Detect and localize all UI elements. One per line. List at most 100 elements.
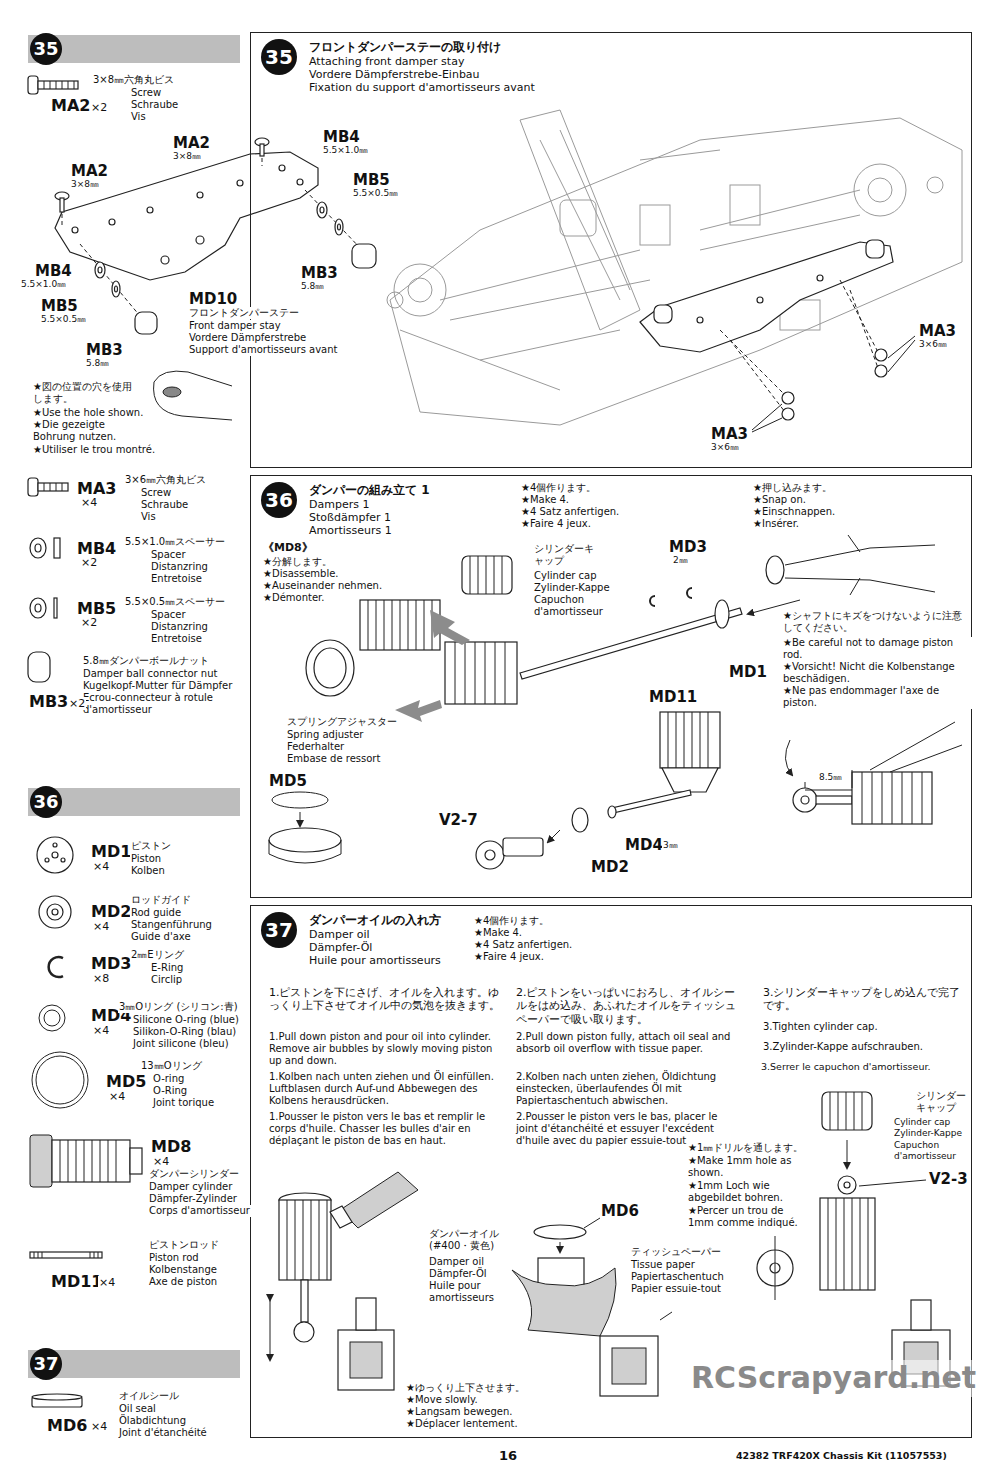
note-text: ★分解します。: [262, 556, 333, 568]
step-title-translation: Dämpfer-Öl: [309, 942, 372, 955]
note-text: Zylinder-Kappe: [893, 1128, 963, 1139]
oil-fill-step2: [600, 1336, 658, 1396]
part-icons: [28, 478, 142, 1407]
spacer-part: [112, 281, 120, 297]
note-text: Corps d'amortisseur: [148, 1205, 251, 1217]
note-text: 5.8㎜: [300, 281, 325, 292]
damper-stay-mounted: [640, 240, 915, 432]
damper-stay: [147, 207, 153, 213]
note-text: Silicone O-ring (blue): [132, 1014, 240, 1026]
step-title: フロントダンパーステーの取り付け: [309, 41, 501, 55]
note-text: 1.ピストンを下にさげ、オイルを入れます。ゆっくり上下させてオイル中の気泡を抜き…: [268, 986, 502, 1013]
oil-fill-step2: [560, 1242, 561, 1252]
damper-exploded: [395, 700, 442, 722]
part-code: MD8: [150, 1137, 192, 1157]
damper-rod-end-check: [805, 770, 852, 790]
step-number: 36: [261, 482, 297, 518]
part-icons: [32, 1052, 88, 1108]
note-text: 5.5×1.0㎜: [20, 279, 67, 290]
spacer-part: [338, 224, 341, 230]
note-text: Vis: [140, 511, 157, 523]
part-icons: [52, 909, 58, 915]
part-icons: [49, 957, 63, 977]
note-text: Tissue paper: [630, 1259, 696, 1271]
damper-subassembly: [662, 768, 718, 792]
oil-fill-step3: [911, 1300, 931, 1330]
oil-fill-step3: [822, 1092, 872, 1130]
part-icons: [52, 852, 58, 858]
screw-part: [260, 144, 264, 156]
note-text: ★Be careful not to damage piston rod.: [782, 637, 972, 661]
step-title-translation: Huile pour amortisseurs: [309, 955, 441, 968]
damper-exploded: [650, 588, 692, 606]
damper-rod-end-check: [852, 772, 932, 824]
step-title-translation: Fixation du support d'amortisseurs avant: [309, 82, 535, 95]
note-text: シリンダーキャップ: [915, 1090, 969, 1114]
note-text: 3.Serrer le capuchon d'amortisseur.: [760, 1061, 931, 1073]
step-header-bar: 35: [28, 35, 240, 63]
note-text: ★Langsam bewegen.: [405, 1406, 513, 1418]
part-code: MB4: [322, 128, 361, 146]
step-panel: 37ダンパーオイルの入れ方Damper oilDämpfer-ÖlHuile p…: [250, 905, 972, 1438]
damper-exploded: [766, 556, 784, 584]
part-code: MA2: [172, 134, 211, 152]
note-text: ★図の位置の穴を使用します。: [32, 381, 139, 405]
damper-rod-end-check: [785, 740, 792, 775]
step-header-bar: 36: [28, 788, 240, 816]
part-icons: [30, 538, 46, 558]
note-text: 3×6㎜: [710, 442, 740, 453]
note-text: Schraube: [140, 499, 189, 511]
note-text: Screw: [130, 87, 162, 99]
oil-fill-step2: [512, 1268, 616, 1336]
damper-stay-mounted: [817, 275, 823, 281]
note-text: Piston: [130, 853, 162, 865]
hole-detail: [163, 387, 181, 397]
oil-fill-step1: [301, 1280, 308, 1322]
watermark: RCScrapyard.net: [690, 1360, 977, 1397]
note-text: 3×6㎜: [918, 339, 948, 350]
step-panel: 35フロントダンパーステーの取り付けAttaching front damper…: [250, 32, 972, 468]
oil-fill-step1: [350, 1342, 382, 1378]
note-text: Huile pour amortisseurs: [428, 1280, 510, 1304]
screw-part: [60, 198, 64, 212]
note-text: Piston rod: [148, 1252, 200, 1264]
note-text: Ecrou-connecteur à rotule d'amortisseur: [82, 692, 224, 716]
note-text: Capuchon d'amortisseur: [533, 594, 615, 618]
step-number: 35: [261, 39, 297, 75]
part-code: MD5: [268, 772, 308, 790]
note-text: Kolben: [130, 865, 166, 877]
note-text: Joint d'étanchéité: [118, 1427, 208, 1439]
damper-exploded: [314, 648, 346, 688]
note-text: Papier essuie-tout: [630, 1283, 722, 1295]
note-text: Kugelkopf-Mutter für Dämpfer: [82, 680, 233, 692]
oil-fill-step1: [356, 1298, 376, 1330]
note-text: ティッシュペーパー: [630, 1246, 722, 1258]
note-text: Spacer: [150, 549, 187, 561]
note-text: 5.5×1.0㎜スペーサー: [124, 536, 226, 548]
chassis-drawing: [394, 264, 446, 316]
damper-subassembly: [300, 812, 301, 826]
note-text: Screw: [140, 487, 172, 499]
damper-exploded: [360, 600, 440, 650]
note-text: Damper ball connector nut: [82, 668, 218, 680]
part-icons: [54, 538, 60, 558]
note-text: Cylinder cap: [533, 570, 598, 582]
note-text: 2㎜Eリング: [130, 949, 185, 961]
note-text: Dämpfer-Öl: [428, 1268, 488, 1280]
step-title-translation: Damper oil: [309, 929, 370, 942]
chassis-drawing: [854, 164, 906, 216]
damper-rod-end-check: [816, 796, 852, 804]
note-text: Spacer: [150, 609, 187, 621]
step-header-bar: 37: [28, 1350, 240, 1378]
damper-stay: [279, 165, 285, 171]
note-text: ×4: [98, 1276, 116, 1289]
part-code: MD6: [46, 1416, 88, 1436]
note-text: ★Snap on.: [752, 494, 807, 506]
damper-stay-mounted: [782, 408, 794, 420]
part-code: MD1: [728, 663, 768, 681]
note-text: Damper oil: [428, 1256, 485, 1268]
damper-stay: [109, 219, 115, 225]
note-text: ★Auseinander nehmen.: [262, 580, 383, 592]
note-text: Joint silicone (bleu): [132, 1038, 230, 1050]
damper-subassembly: [269, 840, 341, 863]
